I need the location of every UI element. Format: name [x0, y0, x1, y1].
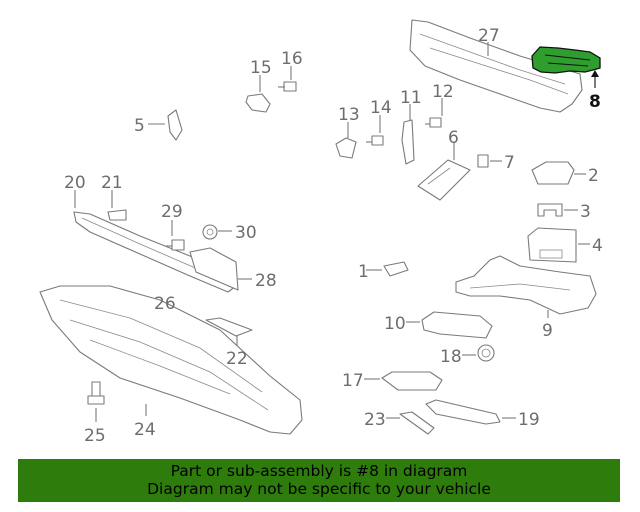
label-part-22[interactable]: 22 [226, 349, 248, 369]
label-part-10[interactable]: 10 [384, 314, 406, 334]
part-25-shape[interactable] [87, 381, 105, 405]
label-part-16[interactable]: 16 [281, 49, 303, 69]
label-part-24[interactable]: 24 [134, 420, 156, 440]
part-4-shape[interactable] [527, 227, 577, 263]
info-banner: Part or sub-assembly is #8 in diagram Di… [18, 459, 620, 502]
part-3-shape[interactable] [537, 203, 563, 217]
part-28-shape[interactable] [189, 247, 239, 291]
label-part-12[interactable]: 12 [432, 82, 454, 102]
label-part-5[interactable]: 5 [134, 116, 145, 136]
part-22-shape[interactable] [205, 317, 253, 337]
label-part-27[interactable]: 27 [478, 26, 500, 46]
label-part-3[interactable]: 3 [580, 202, 591, 222]
part-8-shape[interactable] [531, 46, 601, 74]
label-part-19[interactable]: 19 [518, 410, 540, 430]
label-part-6[interactable]: 6 [448, 128, 459, 148]
part-16-shape[interactable] [278, 81, 297, 92]
label-part-13[interactable]: 13 [338, 105, 360, 125]
part-7-shape[interactable] [477, 154, 489, 168]
part-18-shape[interactable] [477, 344, 495, 362]
label-part-23[interactable]: 23 [364, 410, 386, 430]
part-5-shape[interactable] [167, 109, 183, 141]
callout-labels: 1 2 3 4 5 6 7 8 9 10 11 12 13 14 15 16 1… [64, 26, 603, 446]
part-13-shape[interactable] [335, 137, 357, 159]
label-part-9[interactable]: 9 [542, 321, 553, 341]
part-11-shape[interactable] [401, 119, 415, 165]
part-21-shape[interactable] [107, 209, 127, 221]
part-12-shape[interactable] [425, 117, 442, 128]
label-part-17[interactable]: 17 [342, 371, 364, 391]
label-part-28[interactable]: 28 [255, 271, 277, 291]
label-part-7[interactable]: 7 [504, 153, 515, 173]
label-part-30[interactable]: 30 [235, 223, 257, 243]
label-part-29[interactable]: 29 [161, 202, 183, 222]
part-29-shape[interactable] [166, 239, 185, 251]
label-part-2[interactable]: 2 [588, 166, 599, 186]
part-14-shape[interactable] [366, 135, 384, 146]
label-part-8[interactable]: 8 [589, 92, 601, 112]
part-23-shape[interactable] [399, 411, 435, 435]
label-part-15[interactable]: 15 [250, 58, 272, 78]
part-27-shape[interactable] [409, 19, 583, 113]
label-part-4[interactable]: 4 [592, 236, 603, 256]
label-part-1[interactable]: 1 [358, 262, 369, 282]
label-part-14[interactable]: 14 [370, 98, 392, 118]
part-24-shape[interactable] [39, 285, 303, 435]
part-30-shape[interactable] [202, 224, 218, 240]
label-part-18[interactable]: 18 [440, 347, 462, 367]
label-part-20[interactable]: 20 [64, 173, 86, 193]
banner-line-1: Part or sub-assembly is #8 in diagram [170, 462, 468, 480]
part-9-shape[interactable] [455, 255, 597, 315]
part-17-shape[interactable] [381, 371, 443, 391]
part-19-shape[interactable] [425, 399, 501, 425]
arrow-8 [591, 70, 599, 77]
part-10-shape[interactable] [421, 311, 493, 339]
label-part-11[interactable]: 11 [400, 88, 422, 108]
label-part-26[interactable]: 26 [154, 294, 176, 314]
part-2-shape[interactable] [531, 161, 575, 185]
part-6-shape[interactable] [417, 159, 471, 201]
part-15-shape[interactable] [245, 93, 271, 113]
label-part-25[interactable]: 25 [84, 426, 106, 446]
banner-line-2: Diagram may not be specific to your vehi… [147, 480, 491, 498]
label-part-21[interactable]: 21 [101, 173, 123, 193]
part-1-shape[interactable] [383, 261, 409, 277]
